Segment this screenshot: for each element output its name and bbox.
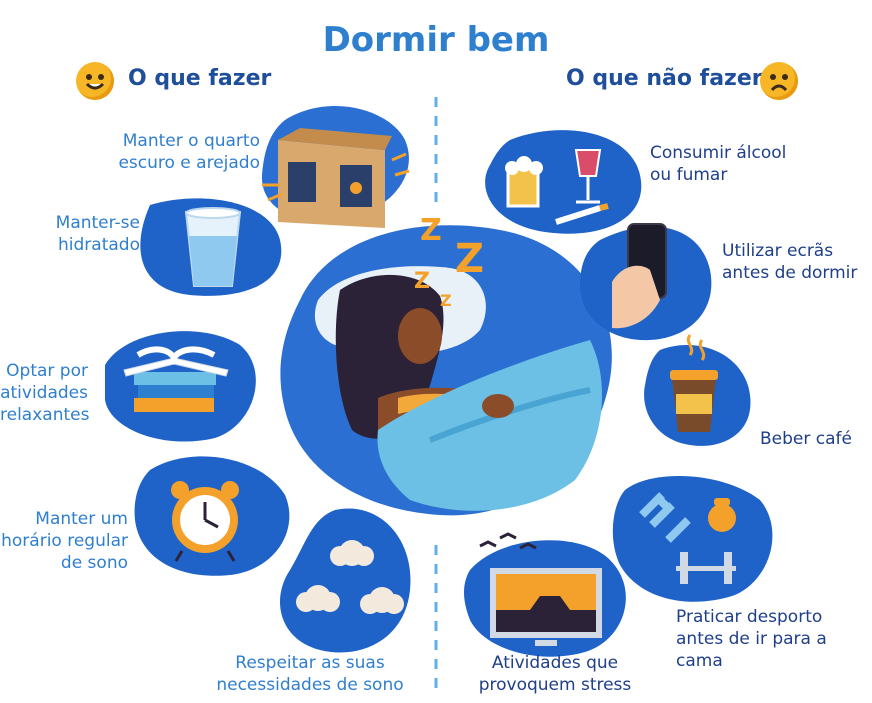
zzz-icon: Z Z Z Z <box>414 213 484 310</box>
dont-item-exercise: Praticar desporto antes de ir para a cam… <box>676 607 827 671</box>
books-icon <box>105 331 256 442</box>
sheep-icon <box>280 508 411 653</box>
dont-item-screens: Utilizar ecrãs antes de dormir <box>722 241 858 283</box>
smartphone-icon <box>580 223 712 341</box>
alarm-clock-icon <box>134 456 290 576</box>
sad-face-icon <box>760 62 798 100</box>
do-header: O que fazer <box>128 66 272 91</box>
svg-text:Z: Z <box>414 269 430 294</box>
water-glass-icon <box>140 198 282 296</box>
dont-header: O que não fazer <box>566 66 763 91</box>
happy-face-icon <box>76 62 114 100</box>
svg-text:Z: Z <box>455 236 484 282</box>
svg-text:Z: Z <box>440 291 452 310</box>
sleeping-woman-illustration <box>280 225 612 516</box>
scary-movie-tv-icon <box>464 532 626 657</box>
coffee-cup-icon <box>644 334 751 446</box>
alcohol-cigarette-icon <box>485 130 642 234</box>
do-item-sleep-needs: Respeitar as suas necessidades de sono <box>216 653 404 695</box>
dont-item-alcohol-smoking: Consumir álcool ou fumar <box>650 143 787 185</box>
do-item-relaxing-activities: Optar por atividades relaxantes <box>0 361 90 425</box>
dont-item-stress-activities: Atividades que provoquem stress <box>478 653 632 695</box>
page-title: Dormir bem <box>322 20 550 60</box>
dumbbells-icon <box>612 476 773 602</box>
dont-item-coffee: Beber café <box>760 429 852 449</box>
window-room-icon <box>261 106 410 228</box>
do-item-regular-schedule: Manter um horário regular de sono <box>1 509 128 573</box>
do-item-dark-room: Manter o quarto escuro e arejado <box>118 131 260 173</box>
do-item-hydration: Manter-se hidratado <box>55 213 140 255</box>
svg-text:Z: Z <box>420 213 442 248</box>
